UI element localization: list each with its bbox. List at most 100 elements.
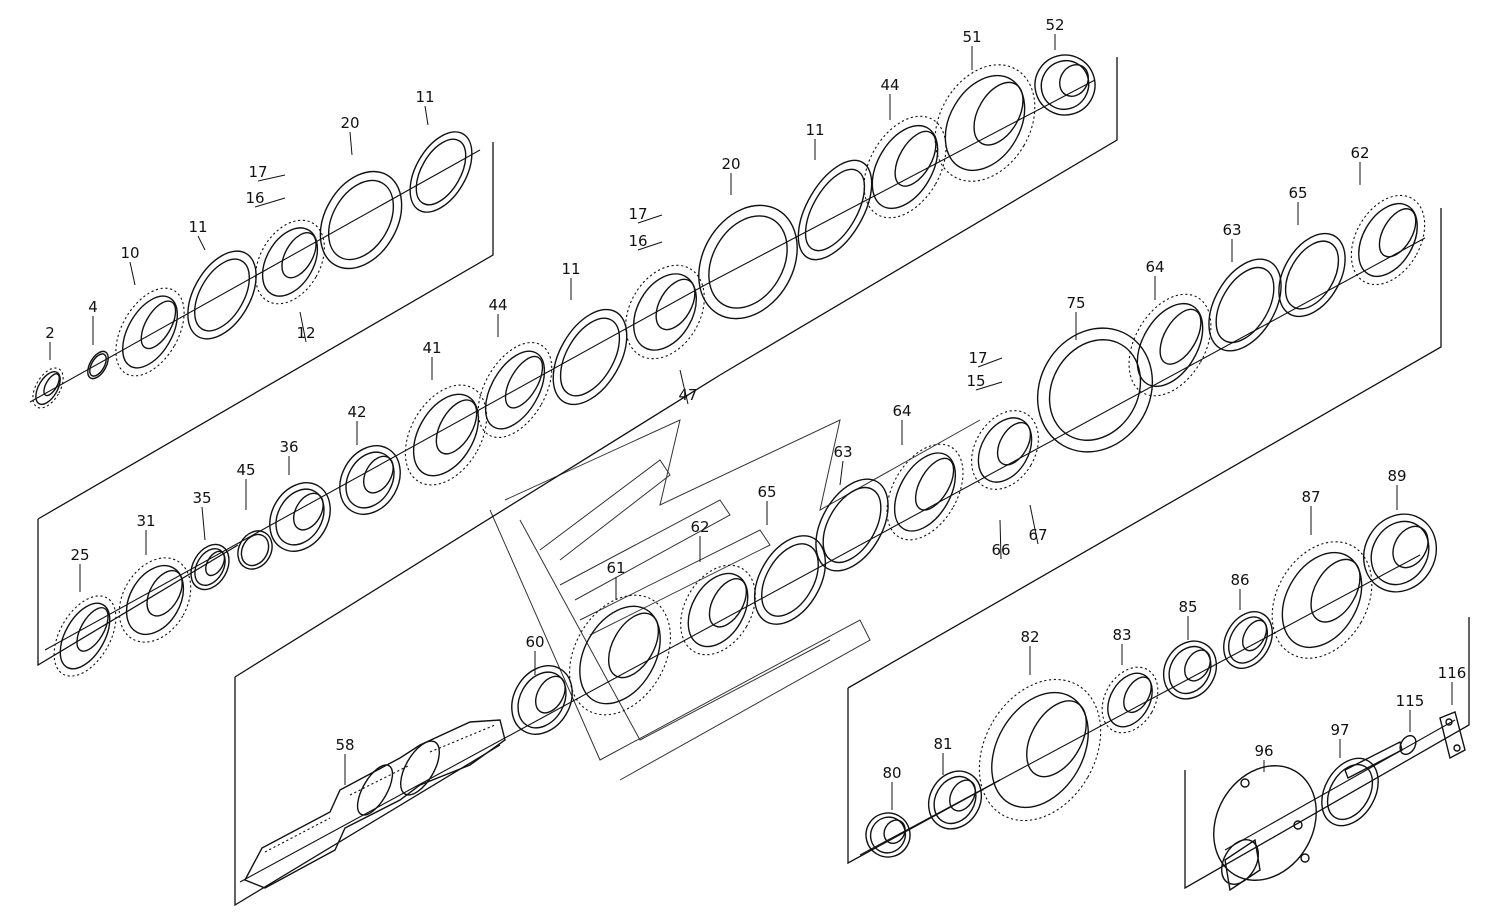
callout-label: 31 <box>136 512 155 530</box>
callout-44: 44 <box>880 76 900 120</box>
part-shape <box>87 350 109 380</box>
callout-35: 35 <box>192 489 212 541</box>
shaft-axes <box>29 79 1456 883</box>
part-shape <box>886 443 964 541</box>
callout-label: 44 <box>880 76 899 94</box>
callout-label: 11 <box>805 121 824 139</box>
callout-label: 65 <box>757 483 776 501</box>
callout-2: 2 <box>45 324 55 360</box>
part-shape <box>32 367 64 409</box>
callout-60: 60 <box>525 633 545 675</box>
callout-label: 58 <box>335 736 354 754</box>
callout-11: 11 <box>188 218 208 251</box>
callout-label: 16 <box>628 232 647 250</box>
callout-label: 81 <box>933 735 952 753</box>
part-shape <box>1278 232 1346 318</box>
callout-96: 96 <box>1254 742 1274 772</box>
callout-label: 41 <box>422 339 441 357</box>
callout-62: 62 <box>690 518 710 562</box>
callout-label: 4 <box>88 298 98 316</box>
callout-17: 17 <box>968 349 1003 368</box>
callout-label: 17 <box>968 349 987 367</box>
part-shape <box>190 543 230 591</box>
part-shape <box>569 594 671 716</box>
bolt-115 <box>1344 734 1417 779</box>
callout-label: 62 <box>690 518 709 536</box>
callout-47: 47 <box>678 369 698 405</box>
part-shape <box>1128 293 1212 397</box>
callout-87: 87 <box>1301 488 1321 535</box>
callout-115: 115 <box>1396 692 1425 732</box>
part-shape <box>680 564 756 656</box>
callout-89: 89 <box>1387 467 1407 510</box>
callout-label: 25 <box>70 546 89 564</box>
callout-label: 11 <box>188 218 207 236</box>
callout-52: 52 <box>1045 16 1065 50</box>
callout-44: 44 <box>488 296 508 337</box>
callouts: 2410111217162011253135453642414411471716… <box>45 16 1466 810</box>
part-shape <box>698 204 798 320</box>
callout-61: 61 <box>606 559 626 600</box>
callout-label: 65 <box>1288 184 1307 202</box>
part-shape <box>815 478 889 572</box>
callout-17: 17 <box>248 163 286 182</box>
callout-116: 116 <box>1438 664 1466 705</box>
callout-11: 11 <box>805 121 825 160</box>
group-frames <box>37 57 1470 907</box>
part-shape <box>118 557 192 643</box>
callout-51: 51 <box>962 28 982 70</box>
part-shape <box>339 445 401 515</box>
part-shape <box>797 159 873 261</box>
part-shape <box>1271 541 1373 659</box>
lock-plate-116 <box>1439 711 1466 760</box>
callout-label: 17 <box>248 163 267 181</box>
callout-label: 66 <box>991 541 1010 559</box>
callout-label: 17 <box>628 205 647 223</box>
part-shape <box>237 530 273 570</box>
callout-label: 60 <box>525 633 544 651</box>
callout-63: 63 <box>833 443 853 486</box>
part-shape <box>1321 757 1379 827</box>
callout-label: 61 <box>606 559 625 577</box>
callout-67: 67 <box>1028 504 1048 545</box>
callout-58: 58 <box>335 736 355 785</box>
part-shape <box>1034 54 1096 116</box>
part-shape <box>625 264 705 360</box>
callout-63: 63 <box>1222 221 1242 262</box>
callout-label: 63 <box>1222 221 1241 239</box>
callout-20: 20 <box>721 155 741 195</box>
callout-label: 96 <box>1254 742 1273 760</box>
callout-label: 75 <box>1066 294 1085 312</box>
callout-label: 64 <box>892 402 911 420</box>
callout-17: 17 <box>628 205 663 224</box>
part-shape <box>1208 258 1282 352</box>
callout-label: 45 <box>236 461 255 479</box>
leader-line <box>349 131 353 156</box>
callout-label: 97 <box>1330 721 1349 739</box>
callout-11: 11 <box>415 88 435 126</box>
leader-line <box>197 235 206 251</box>
callout-15: 15 <box>966 372 1003 391</box>
callout-81: 81 <box>933 735 953 775</box>
leader-line <box>201 506 206 541</box>
callout-label: 12 <box>296 324 315 342</box>
part-shape <box>269 482 331 552</box>
leader-line <box>424 105 429 126</box>
callout-83: 83 <box>1112 626 1132 665</box>
callout-label: 87 <box>1301 488 1320 506</box>
callout-25: 25 <box>70 546 90 592</box>
part-shape <box>1362 513 1438 593</box>
callout-label: 36 <box>279 438 298 456</box>
part-shape <box>1223 611 1273 669</box>
callout-label: 115 <box>1396 692 1425 710</box>
part-shape <box>409 131 473 213</box>
parts <box>32 54 1438 858</box>
leader-line <box>977 357 1003 368</box>
callout-65: 65 <box>1288 184 1308 225</box>
leader-line <box>637 214 663 224</box>
part-shape <box>187 250 257 340</box>
leader-line <box>1029 504 1039 545</box>
callout-label: 89 <box>1387 467 1406 485</box>
callout-86: 86 <box>1230 571 1250 610</box>
